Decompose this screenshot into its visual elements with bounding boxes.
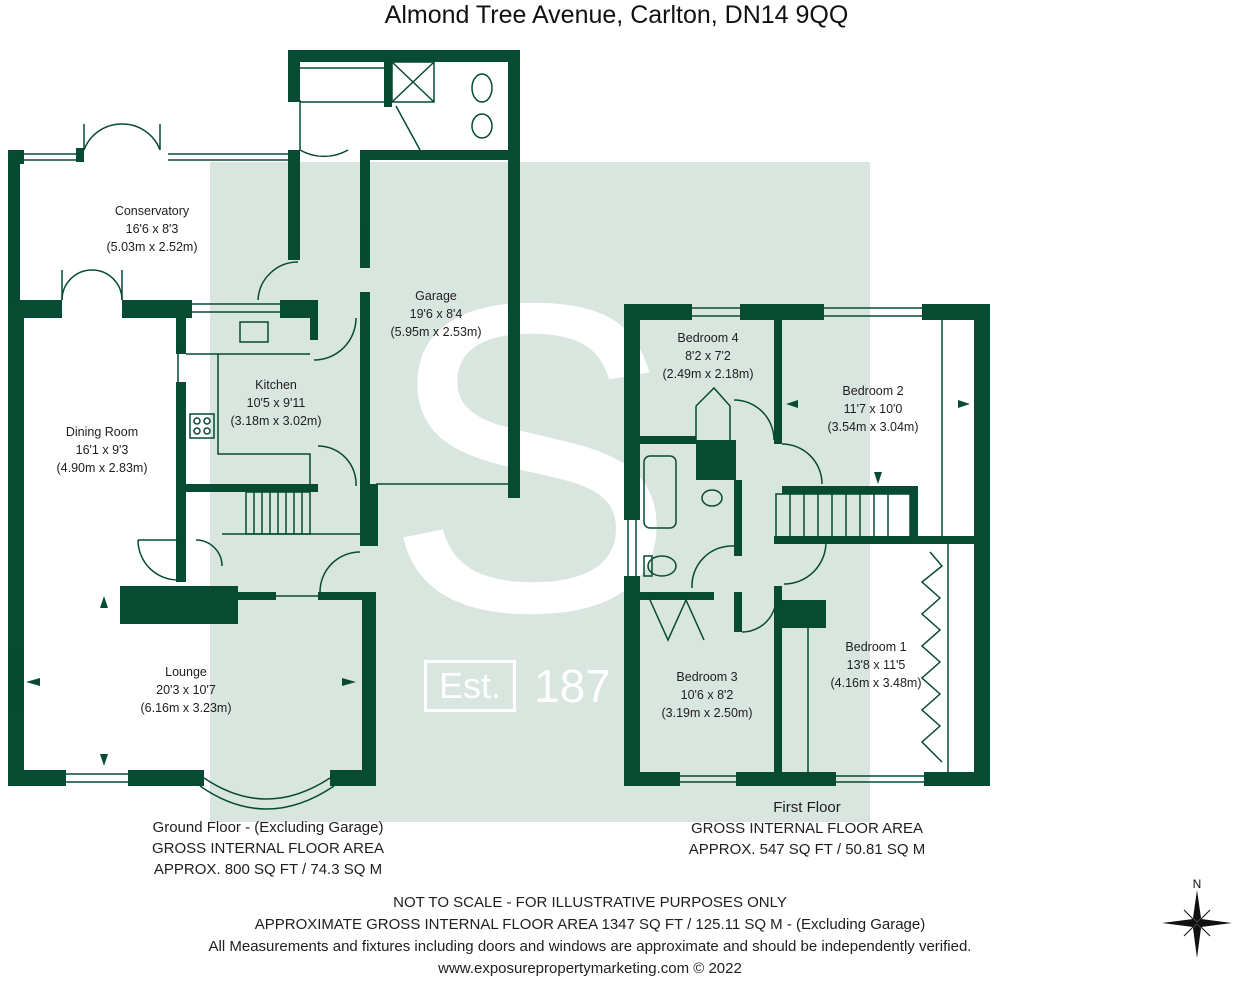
disclaimer-measurements: All Measurements and fixtures including …: [208, 938, 972, 955]
room-imperial: 8'2 x 7'2: [685, 349, 731, 363]
first-floor-area-value: APPROX. 547 SQ FT / 50.81 SQ M: [688, 841, 926, 858]
room-metric: (2.49m x 2.18m): [662, 367, 754, 381]
room-metric: (5.03m x 2.52m): [106, 240, 198, 254]
watermark-est-label: Est.: [424, 660, 516, 712]
room-name: Bedroom 1: [845, 640, 907, 654]
first-floor-caption: First Floor GROSS INTERNAL FLOOR AREA AP…: [689, 797, 925, 860]
ground-floor-details: [9, 61, 508, 810]
ground-floor-area-value: APPROX. 800 SQ FT / 74.3 SQ M: [153, 861, 383, 878]
room-label-bedroom4: Bedroom 4 8'2 x 7'2 (2.49m x 2.18m): [662, 329, 753, 383]
watermark-year: 187: [534, 660, 611, 712]
room-name: Dining Room: [65, 425, 139, 439]
room-name: Bedroom 4: [677, 331, 739, 345]
room-imperial: 19'6 x 8'4: [409, 307, 463, 321]
room-name: Kitchen: [255, 378, 297, 392]
room-metric: (3.19m x 2.50m): [661, 706, 753, 720]
room-imperial: 11'7 x 10'0: [843, 402, 903, 416]
room-label-garage: Garage 19'6 x 8'4 (5.95m x 2.53m): [390, 287, 481, 341]
room-name: Bedroom 2: [842, 384, 904, 398]
room-label-conservatory: Conservatory 16'6 x 8'3 (5.03m x 2.52m): [106, 202, 197, 256]
room-label-lounge: Lounge 20'3 x 10'7 (6.16m x 3.23m): [140, 663, 231, 717]
room-metric: (4.16m x 3.48m): [830, 676, 922, 690]
ground-floor-area-label: GROSS INTERNAL FLOOR AREA: [152, 840, 384, 857]
room-imperial: 10'6 x 8'2: [680, 688, 734, 702]
first-floor-area-label: GROSS INTERNAL FLOOR AREA: [690, 820, 923, 837]
room-imperial: 16'1 x 9'3: [75, 443, 129, 457]
dimension-arrows: [26, 400, 970, 766]
disclaimer-scale: NOT TO SCALE - FOR ILLUSTRATIVE PURPOSES…: [393, 894, 787, 911]
room-imperial: 20'3 x 10'7: [156, 683, 216, 697]
room-label-dining-room: Dining Room 16'1 x 9'3 (4.90m x 2.83m): [56, 423, 147, 477]
room-label-kitchen: Kitchen 10'5 x 9'11 (3.18m x 3.02m): [230, 376, 321, 430]
room-name: Bedroom 3: [676, 670, 738, 684]
first-floor-details: [627, 307, 949, 783]
room-metric: (3.54m x 3.04m): [827, 420, 919, 434]
page-title: Almond Tree Avenue, Carlton, DN14 9QQ: [384, 1, 849, 29]
ground-floor-walls: [8, 50, 520, 786]
room-label-bedroom2: Bedroom 2 11'7 x 10'0 (3.54m x 3.04m): [827, 382, 918, 436]
room-metric: (6.16m x 3.23m): [140, 701, 232, 715]
disclaimer-total-area: APPROXIMATE GROSS INTERNAL FLOOR AREA 13…: [254, 916, 926, 933]
room-imperial: 13'8 x 11'5: [846, 658, 906, 672]
compass-north-label: N: [1193, 877, 1202, 891]
website-copyright: www.exposurepropertymarketing.com © 2022: [438, 960, 742, 977]
room-metric: (3.18m x 3.02m): [230, 414, 322, 428]
ground-floor-caption: Ground Floor - (Excluding Garage) GROSS …: [152, 817, 384, 880]
room-metric: (5.95m x 2.53m): [390, 325, 482, 339]
room-label-bedroom1: Bedroom 1 13'8 x 11'5 (4.16m x 3.48m): [830, 638, 921, 692]
compass-rose-icon: N: [1162, 877, 1232, 958]
ground-floor-title: Ground Floor - (Excluding Garage): [152, 819, 384, 836]
room-name: Lounge: [165, 665, 207, 679]
room-name: Garage: [415, 289, 457, 303]
room-imperial: 16'6 x 8'3: [125, 222, 179, 236]
room-label-bedroom3: Bedroom 3 10'6 x 8'2 (3.19m x 2.50m): [661, 668, 752, 722]
first-floor-walls: [624, 304, 990, 786]
room-imperial: 10'5 x 9'11: [246, 396, 306, 410]
room-name: Conservatory: [114, 204, 190, 218]
disclaimer-footer: NOT TO SCALE - FOR ILLUSTRATIVE PURPOSES…: [0, 892, 1180, 980]
watermark-square: [210, 162, 870, 822]
room-metric: (4.90m x 2.83m): [56, 461, 148, 475]
first-floor-title: First Floor: [773, 799, 841, 816]
